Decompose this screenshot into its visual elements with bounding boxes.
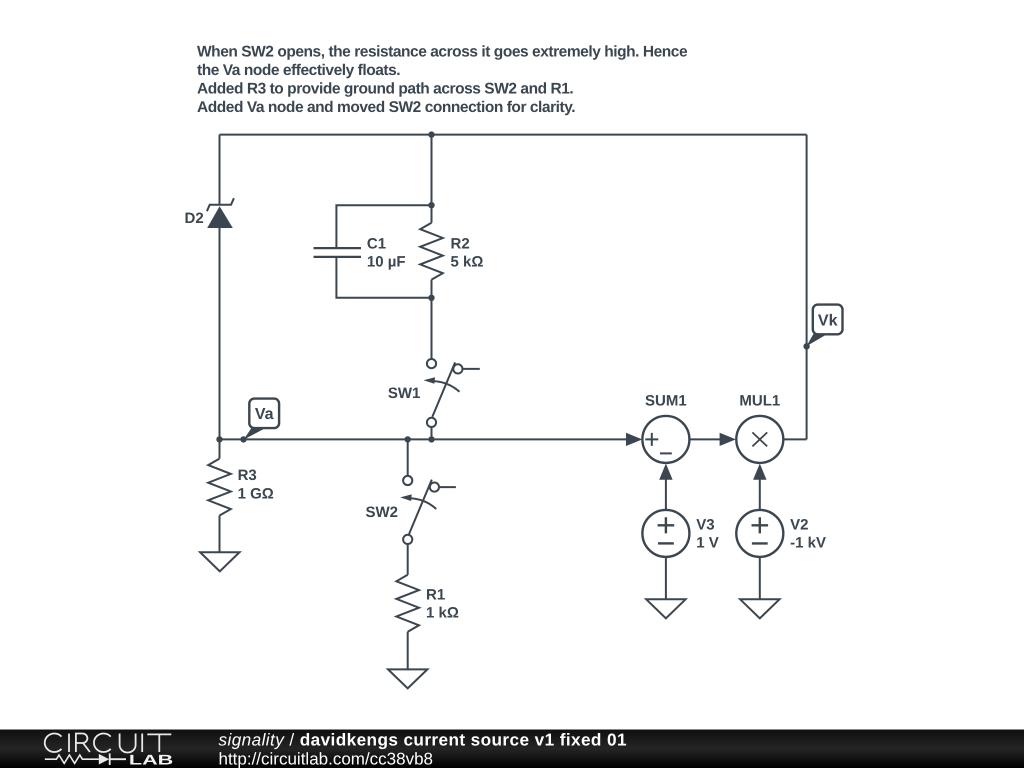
svg-text:SW2: SW2 <box>366 504 399 521</box>
svg-text:-1 kV: -1 kV <box>790 534 826 551</box>
svg-text:MUL1: MUL1 <box>739 393 780 410</box>
svg-text:Added R3 to provide ground pat: Added R3 to provide ground path across S… <box>197 81 573 98</box>
svg-text:5 kΩ: 5 kΩ <box>451 254 484 271</box>
svg-text:SW1: SW1 <box>388 385 421 402</box>
svg-text:V3: V3 <box>696 516 714 533</box>
svg-text:1 kΩ: 1 kΩ <box>426 605 459 622</box>
svg-text:1 V: 1 V <box>696 534 719 551</box>
svg-text:R3: R3 <box>238 467 257 484</box>
svg-text:SUM1: SUM1 <box>645 393 687 410</box>
svg-text:the Va node effectively floats: the Va node effectively floats. <box>197 62 400 79</box>
svg-text:10 µF: 10 µF <box>367 254 406 271</box>
svg-text:R2: R2 <box>451 236 470 253</box>
svg-text:1 GΩ: 1 GΩ <box>238 485 274 502</box>
svg-text:Added Va node and moved SW2 co: Added Va node and moved SW2 connection f… <box>197 99 575 116</box>
svg-text:D2: D2 <box>185 210 204 227</box>
svg-text:signality / davidkengs current: signality / davidkengs current source v1… <box>219 730 627 750</box>
svg-text:Vk: Vk <box>818 312 838 329</box>
svg-text:Va: Va <box>255 406 274 423</box>
svg-text:C1: C1 <box>367 236 386 253</box>
svg-text:When SW2 opens, the resistance: When SW2 opens, the resistance across it… <box>197 43 688 60</box>
svg-text:V2: V2 <box>790 516 808 533</box>
svg-text:http://circuitlab.com/cc38vb8: http://circuitlab.com/cc38vb8 <box>219 749 433 768</box>
svg-text:R1: R1 <box>426 586 445 603</box>
svg-text:LAB: LAB <box>129 751 173 767</box>
